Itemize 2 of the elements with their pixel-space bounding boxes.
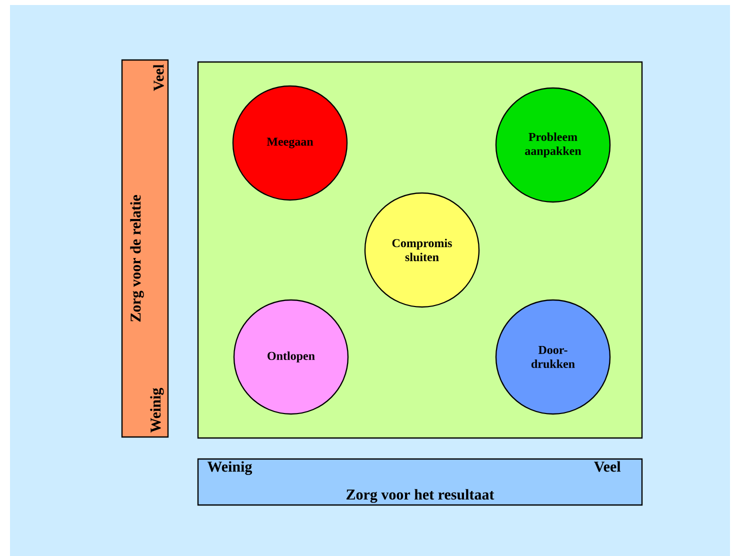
axis-bar: Weinig Veel Zorg voor het resultaat (197, 458, 643, 506)
axis-bar: Veel Zorg voor de relatie Weinig (121, 59, 169, 438)
